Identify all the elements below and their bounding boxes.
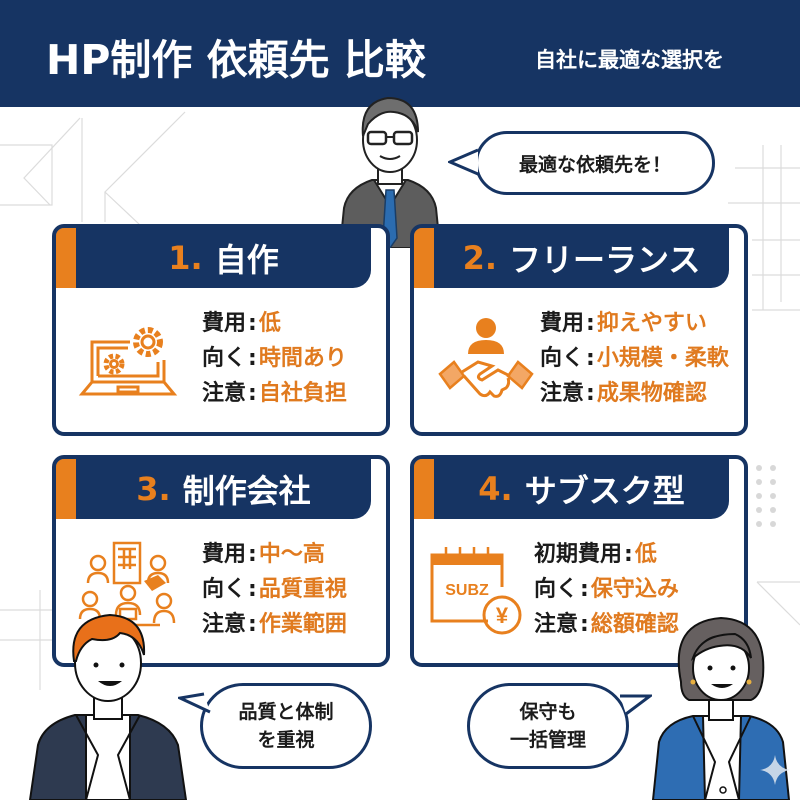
card-header [414, 459, 729, 519]
young-man-illustration [28, 613, 188, 800]
card-title: 1. 自作 [76, 228, 371, 288]
calendar-yen-icon: SUBZ ¥ [430, 547, 522, 635]
speech-right-line1: 保守も [519, 701, 577, 723]
card-accent-bar [414, 459, 434, 519]
laptop-gears-icon [78, 327, 178, 396]
card-header [414, 228, 729, 288]
detail-row-suited: 向く:保守込み [534, 577, 679, 602]
card-number: 4. [478, 470, 513, 508]
detail-row-cost: 費用:中〜高 [202, 542, 325, 567]
card-details: 費用:低 向く:時間あり 注意:自社負担 [202, 306, 347, 411]
card-details: 費用:抑えやすい 向く:小規模・柔軟 注意:成果物確認 [540, 306, 729, 411]
card-title-text: フリーランス [509, 241, 701, 279]
handshake-person-icon [438, 318, 534, 398]
speech-bubble-right-tail [620, 694, 652, 716]
page-title: HP制作 依頼先 比較 [46, 36, 426, 84]
speech-bubble-left: 品質と体制 を重視 [200, 683, 372, 769]
card-title-text: サブスク型 [524, 472, 685, 510]
speech-bubble-top-tail [448, 148, 479, 176]
speech-bubble-left-tail [178, 692, 211, 714]
card-title-text: 制作会社 [182, 472, 311, 510]
header-banner: HP制作 依頼先 比較 自社に最適な選択を [0, 0, 800, 107]
card-title: 2. フリーランス [434, 228, 729, 288]
detail-row-caution: 注意:自社負担 [202, 381, 347, 406]
card-accent-bar [56, 228, 76, 288]
detail-row-caution: 注意:成果物確認 [540, 381, 707, 406]
card-header [56, 459, 371, 519]
card-header [56, 228, 371, 288]
card-number: 1. [168, 239, 203, 277]
businesswoman-illustration [651, 616, 791, 800]
card-title: 3. 制作会社 [76, 459, 371, 519]
card-details: 費用:中〜高 向く:品質重視 注意:作業範囲 [202, 537, 347, 642]
card-title: 4. サブスク型 [434, 459, 729, 519]
card-accent-bar [56, 459, 76, 519]
speech-bubble-right: 保守も 一括管理 [467, 683, 629, 769]
card-number: 2. [462, 239, 498, 277]
speech-left-line2: を重視 [257, 729, 315, 751]
detail-row-suited: 向く:小規模・柔軟 [540, 346, 729, 371]
svg-text:¥: ¥ [496, 603, 509, 628]
sparkle-icon [760, 755, 790, 785]
option-card-freelance: 2. フリーランス 費用:抑えやすい 向く:小規模・柔軟 注意:成果物確認 [410, 224, 748, 436]
detail-row-suited: 向く:時間あり [202, 346, 347, 371]
detail-row-caution: 注意:総額確認 [534, 612, 679, 637]
page-subtitle: 自社に最適な選択を [535, 48, 724, 72]
detail-row-suited: 向く:品質重視 [202, 577, 347, 602]
card-accent-bar [414, 228, 434, 288]
card-number: 3. [136, 470, 171, 508]
detail-row-cost: 費用:抑えやすい [540, 311, 707, 336]
detail-row-caution: 注意:作業範囲 [202, 612, 347, 637]
card-title-text: 自作 [214, 241, 279, 279]
card-details: 初期費用:低 向く:保守込み 注意:総額確認 [534, 537, 679, 642]
svg-text:SUBZ: SUBZ [445, 582, 489, 599]
detail-row-cost: 初期費用:低 [534, 542, 657, 567]
speech-left-line1: 品質と体制 [238, 701, 334, 723]
speech-top-text: 最適な依頼先を！ [518, 153, 671, 176]
option-card-self: 1. 自作 費用:低 向く:時間あり 注意:自社負担 [52, 224, 390, 436]
speech-bubble-top: 最適な依頼先を！ [475, 131, 715, 195]
detail-row-cost: 費用:低 [202, 311, 281, 336]
speech-right-line2: 一括管理 [509, 729, 586, 751]
